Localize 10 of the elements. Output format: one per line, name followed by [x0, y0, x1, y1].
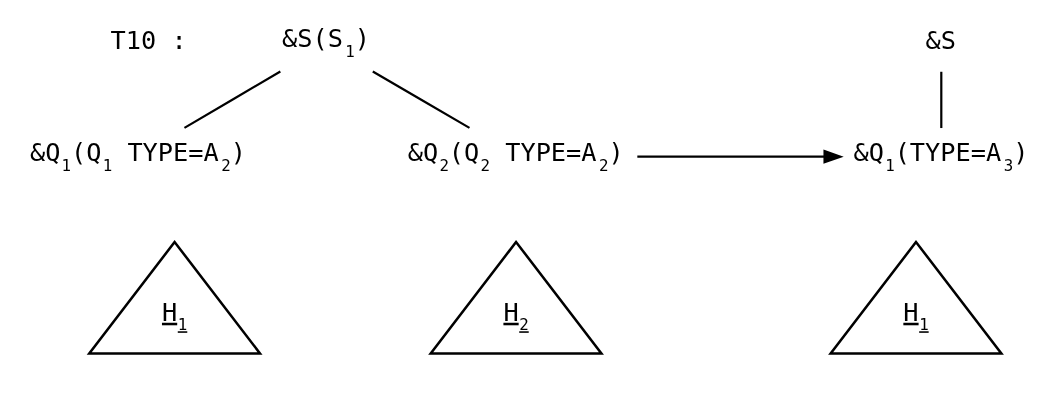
connector [183, 70, 281, 129]
label: T10 : [110, 25, 187, 55]
arrow [636, 149, 844, 164]
node-text: &Q$_{1}$(TYPE=A$_{3}$) [853, 138, 1028, 175]
connector [371, 70, 470, 129]
connector [939, 71, 942, 129]
node-text: &S(S$_{1}$) [281, 24, 370, 61]
node-text: &S [924, 25, 956, 55]
node-text: &Q$_{2}$(Q$_{2}$ TYPE=A$_{2}$) [407, 138, 624, 175]
node-text: &Q$_{1}$(Q$_{1}$ TYPE=A$_{2}$) [29, 138, 246, 175]
